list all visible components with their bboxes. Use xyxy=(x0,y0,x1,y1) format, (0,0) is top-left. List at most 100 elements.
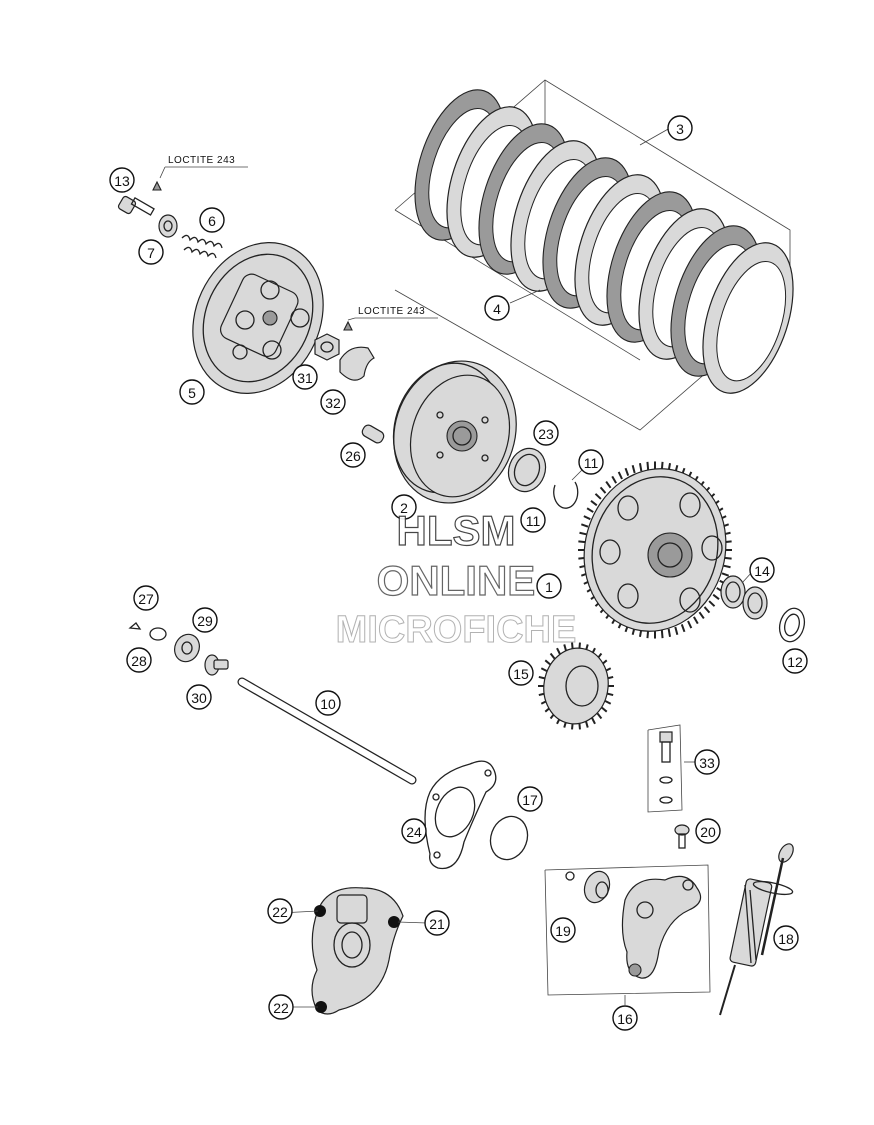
callout-7: 7 xyxy=(138,239,164,265)
callout-6: 6 xyxy=(199,207,225,233)
gear-tooth xyxy=(674,626,679,635)
callout-circle xyxy=(401,818,427,844)
callout-number: 23 xyxy=(538,426,554,442)
lock-washer-32 xyxy=(339,346,375,381)
callout-circle xyxy=(268,994,294,1020)
spring-6 xyxy=(181,234,223,259)
callout-circle xyxy=(749,557,775,583)
callout-number: 12 xyxy=(787,654,803,670)
callout-circle xyxy=(508,660,534,686)
callout-4: 4 xyxy=(484,295,510,321)
gear-tooth xyxy=(693,616,699,625)
callout-number: 10 xyxy=(320,696,336,712)
callout-circle xyxy=(424,910,450,936)
pressure-plate xyxy=(192,242,324,394)
gear-tooth xyxy=(544,659,551,666)
callout-16: 16 xyxy=(612,1005,638,1031)
callout-5: 5 xyxy=(179,379,205,405)
disc-inner xyxy=(716,260,787,382)
gear-tooth xyxy=(680,624,686,633)
callout-circle xyxy=(667,115,693,141)
callout-circle xyxy=(550,917,576,943)
gear-tooth xyxy=(580,523,589,528)
callout-number: 28 xyxy=(131,653,147,669)
callout-layer: 1234567101111121314151617181920212222232… xyxy=(109,115,808,1031)
callout-20: 20 xyxy=(695,818,721,844)
callout-10: 10 xyxy=(315,690,341,716)
gear-tooth xyxy=(703,606,711,614)
gear-tooth xyxy=(583,515,591,521)
callout-22: 22 xyxy=(268,994,294,1020)
washer-7 xyxy=(158,214,178,238)
callout-number: 22 xyxy=(273,1000,289,1016)
callout-1: 1 xyxy=(536,573,562,599)
callout-18: 18 xyxy=(773,925,799,951)
gear-tooth xyxy=(590,500,598,507)
callout-number: 6 xyxy=(208,213,216,229)
nut-31 xyxy=(314,320,353,361)
callout-circle xyxy=(533,420,559,446)
thrust-washer-23 xyxy=(507,447,547,493)
callout-circle xyxy=(138,239,164,265)
callout-circle xyxy=(315,690,341,716)
gear-tooth xyxy=(599,486,607,494)
callout-11: 11 xyxy=(578,449,604,475)
gear-tooth xyxy=(708,600,716,607)
callout-circle xyxy=(536,573,562,599)
callout-13: 13 xyxy=(109,167,135,193)
callout-27: 27 xyxy=(133,585,159,611)
gear-tooth xyxy=(660,630,664,639)
callout-number: 18 xyxy=(778,931,794,947)
loctite-label-mid: LOCTITE 243 xyxy=(358,306,425,317)
callout-number: 20 xyxy=(700,824,716,840)
gear-tooth xyxy=(605,480,612,489)
callout-30: 30 xyxy=(186,684,212,710)
sleeve-26 xyxy=(361,424,385,444)
gear-tooth xyxy=(721,572,730,577)
callout-number: 15 xyxy=(513,666,529,682)
watermark-line-3: MICROFICHE xyxy=(336,609,577,651)
callout-circle xyxy=(292,364,318,390)
callout-24: 24 xyxy=(401,818,427,844)
gear-tooth xyxy=(638,462,643,472)
callout-19: 19 xyxy=(550,917,576,943)
gear-tooth xyxy=(687,620,693,629)
clutch-basket xyxy=(578,461,732,639)
gear-tooth xyxy=(556,647,561,655)
callout-circle xyxy=(520,507,546,533)
callout-21: 21 xyxy=(424,910,450,936)
gear-tooth xyxy=(698,611,705,620)
callout-circle xyxy=(199,207,225,233)
callout-circle xyxy=(179,379,205,405)
push-rod-10 xyxy=(237,677,417,785)
bolt-13 xyxy=(117,180,162,216)
callout-number: 21 xyxy=(429,916,445,932)
callout-11: 11 xyxy=(520,507,546,533)
gear-tooth xyxy=(601,706,608,713)
callout-number: 32 xyxy=(325,395,341,411)
inner-clutch-hub xyxy=(392,360,517,504)
cover-part-21-22 xyxy=(311,887,404,1015)
callout-number: 2 xyxy=(400,500,408,516)
gear-tooth xyxy=(723,564,731,569)
washer-12 xyxy=(778,607,806,643)
needle-bearings-14 xyxy=(720,575,768,620)
callout-number: 33 xyxy=(699,755,715,771)
watermark-line-1: HLSM xyxy=(397,507,516,554)
callout-number: 26 xyxy=(345,448,361,464)
callout-circle xyxy=(484,295,510,321)
gear-tooth xyxy=(579,531,587,536)
gear-tooth xyxy=(604,700,612,705)
callout-number: 11 xyxy=(584,455,599,471)
circlip-11 xyxy=(553,481,579,509)
callout-circle xyxy=(517,786,543,812)
bleeder-kit-33 xyxy=(647,724,683,813)
callout-circle xyxy=(133,585,159,611)
gear-tooth xyxy=(667,628,672,638)
gear-tooth xyxy=(646,461,650,470)
gear-tooth xyxy=(549,652,556,660)
callout-33: 33 xyxy=(694,749,720,775)
gear-15 xyxy=(538,642,614,730)
gear-tooth xyxy=(611,475,617,484)
